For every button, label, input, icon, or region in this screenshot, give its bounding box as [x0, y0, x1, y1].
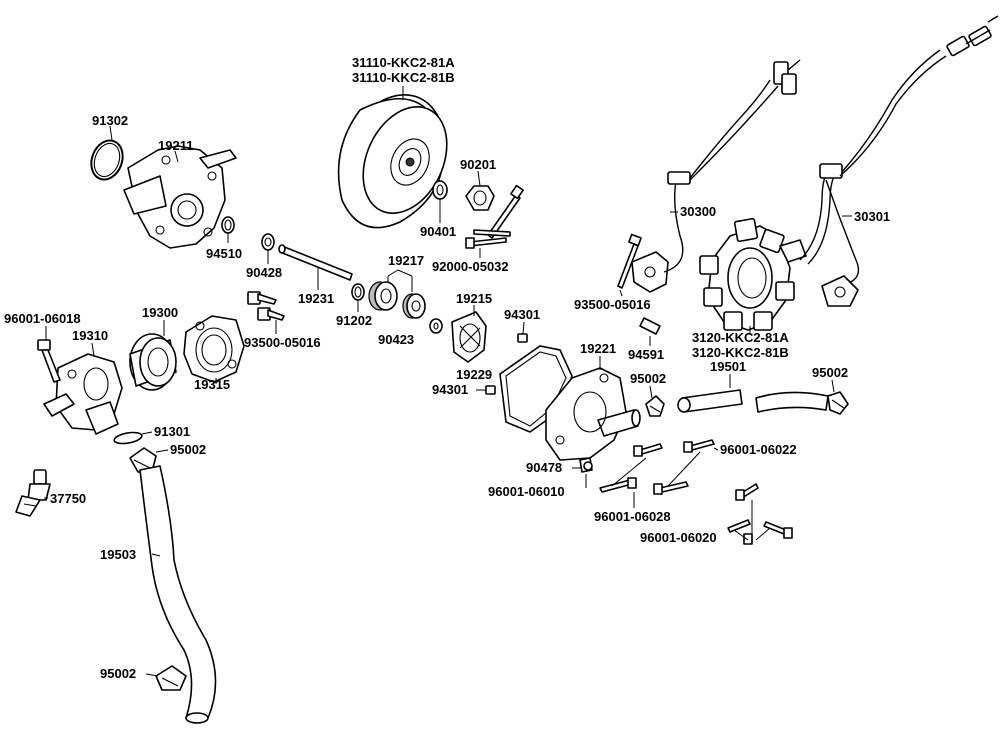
washer-90428	[261, 233, 275, 251]
label-96001-06022: 96001-06022	[720, 442, 797, 457]
label-19217: 19217	[388, 253, 425, 268]
o-ring-91202	[351, 283, 365, 301]
label-91301: 91301	[154, 424, 191, 439]
bolts-93500-left	[247, 291, 285, 321]
label-95002-right: 95002	[812, 365, 849, 380]
label-31110-a: 31110-KKC2-81A	[352, 55, 455, 70]
hose-19503	[139, 465, 217, 724]
label-3120-b: 3120-KKC2-81B	[692, 345, 789, 360]
harness-30301	[799, 15, 999, 307]
label-91202: 91202	[336, 313, 373, 328]
pin-94301-upper	[517, 333, 528, 343]
label-95002-left: 95002	[630, 371, 667, 386]
label-96001-06020: 96001-06020	[640, 530, 717, 545]
clip-95002-right	[827, 391, 849, 415]
label-94301-upper: 94301	[504, 307, 541, 322]
label-90423: 90423	[378, 332, 415, 347]
label-30301: 30301	[854, 209, 891, 224]
bolt-96001-06018	[37, 339, 61, 383]
label-95002-hose-top: 95002	[170, 442, 207, 457]
label-30300: 30300	[680, 204, 717, 219]
bolts-96001-06020	[727, 483, 793, 545]
stator-3120	[699, 217, 807, 331]
o-ring-91302	[90, 139, 124, 181]
label-19221: 19221	[580, 341, 617, 356]
label-3120-a: 3120-KKC2-81A	[692, 330, 789, 345]
washer-94510	[221, 216, 235, 234]
shaft-19231	[278, 244, 353, 281]
thermostat-cover-19315	[183, 315, 245, 383]
washer-90423	[429, 318, 443, 334]
label-90428: 90428	[246, 265, 283, 280]
label-19229: 19229	[456, 367, 493, 382]
bolt-93500-right	[617, 233, 642, 289]
o-ring-91301	[113, 431, 143, 445]
label-96001-06018: 96001-06018	[4, 311, 81, 326]
label-96001-06028: 96001-06028	[594, 509, 671, 524]
label-94591: 94591	[628, 347, 665, 362]
nut-90201	[465, 185, 495, 211]
thermostat-housing-19310	[43, 353, 123, 435]
impeller-19215	[451, 311, 487, 363]
pin-94301-lower	[485, 385, 496, 395]
label-92000-05032: 92000-05032	[432, 259, 509, 274]
washer-90401	[432, 180, 448, 200]
label-31110-b: 31110-KKC2-81B	[352, 70, 455, 85]
label-19503: 19503	[100, 547, 137, 562]
seal-19217	[368, 281, 426, 319]
label-19211: 19211	[158, 138, 194, 153]
label-19310: 19310	[72, 328, 109, 343]
label-94510: 94510	[206, 246, 243, 261]
label-19300: 19300	[142, 305, 179, 320]
label-94301-lower: 94301	[432, 382, 469, 397]
label-19501: 19501	[710, 359, 747, 374]
label-19315: 19315	[194, 377, 231, 392]
label-19215: 19215	[456, 291, 493, 306]
label-93500-05016-left: 93500-05016	[244, 335, 321, 350]
pickup-30300	[631, 59, 801, 293]
bolts-92000	[465, 184, 524, 249]
pump-body-19221	[545, 367, 641, 461]
label-96001-06010: 96001-06010	[488, 484, 565, 499]
bolt-90478	[579, 457, 593, 473]
label-90401: 90401	[420, 224, 457, 239]
clip-95002-left	[645, 395, 665, 417]
label-90478: 90478	[526, 460, 563, 475]
label-37750: 37750	[50, 491, 87, 506]
label-90201: 90201	[460, 157, 497, 172]
clip-95002-hose-top	[129, 447, 157, 473]
sensor-37750	[15, 469, 51, 517]
label-91302: 91302	[92, 113, 129, 128]
label-95002-bottom: 95002	[100, 666, 137, 681]
flywheel-31110	[337, 94, 448, 229]
clip-94591	[639, 317, 661, 335]
clip-95002-bottom	[155, 665, 187, 691]
hose-19501	[677, 389, 829, 413]
pump-cover-19211	[123, 145, 237, 249]
bolts-96001-06022	[599, 439, 715, 495]
label-19231: 19231	[298, 291, 335, 306]
thermostat-19300	[129, 333, 177, 391]
label-93500-05016-right: 93500-05016	[574, 297, 651, 312]
